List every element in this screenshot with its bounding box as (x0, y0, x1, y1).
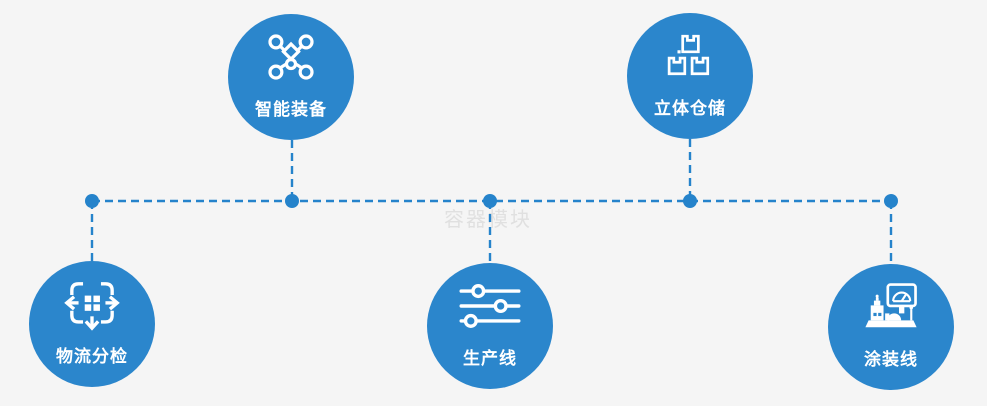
stacked-boxes-icon (666, 27, 714, 85)
junction-dot (483, 194, 497, 208)
junction-dot (85, 194, 99, 208)
node-production-line: 生产线 (427, 263, 553, 389)
junction-dot (683, 194, 697, 208)
node-label-stereo-warehouse: 立体仓储 (654, 99, 726, 119)
junction-dot (884, 194, 898, 208)
junction-dot (285, 194, 299, 208)
node-logistics-sorting: 物流分检 (29, 261, 155, 387)
node-stereo-warehouse: 立体仓储 (627, 13, 753, 139)
control-station-icon (859, 278, 923, 336)
node-label-production-line: 生产线 (463, 349, 517, 369)
sliders-icon (458, 277, 522, 335)
node-label-logistics-sorting: 物流分检 (56, 347, 128, 367)
disperse-arrows-icon (62, 275, 122, 333)
node-smart-equipment: 智能装备 (228, 14, 354, 140)
node-painting-line: 涂装线 (828, 264, 954, 390)
watermark-text: 容器模块 (444, 207, 532, 231)
node-label-painting-line: 涂装线 (864, 350, 918, 370)
node-label-smart-equipment: 智能装备 (255, 100, 327, 120)
network-nodes-icon (263, 28, 319, 86)
